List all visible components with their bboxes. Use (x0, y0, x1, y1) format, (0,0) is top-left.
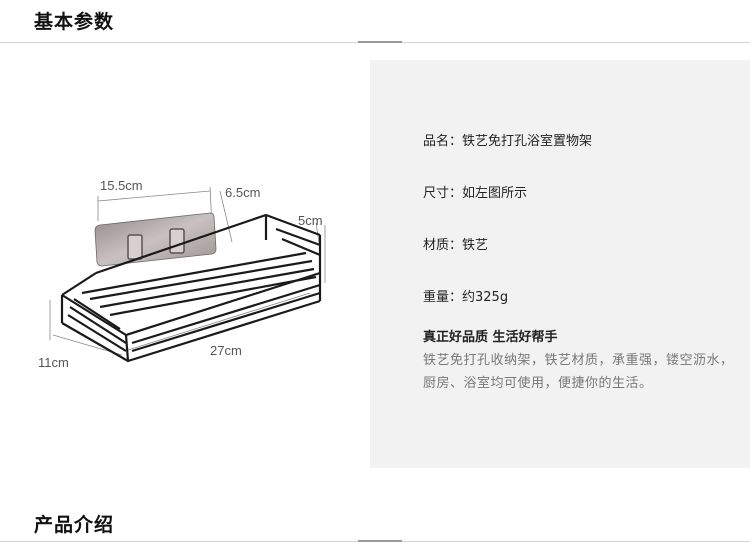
description-body: 铁艺免打孔收纳架，铁艺材质，承重强，镂空沥水，厨房、浴室均可使用，便捷你的生活。 (423, 353, 734, 391)
spec-value: 铁艺 (462, 238, 489, 253)
wire-rack (60, 213, 322, 363)
dim-label-plate-width: 15.5cm (100, 178, 143, 193)
spec-row-size: 尺寸：如左图所示 (423, 182, 527, 201)
spec-key: 尺寸： (423, 186, 463, 201)
section-title-basic-params: 基本参数 (34, 11, 115, 33)
spec-row-material: 材质：铁艺 (423, 234, 488, 253)
dim-label-rack-depth: 11cm (38, 355, 69, 370)
dim-label-rack-length: 27cm (210, 343, 242, 358)
divider-accent (358, 540, 402, 542)
spec-key: 材质： (423, 238, 463, 253)
spec-key: 品名： (423, 134, 463, 149)
dim-label-plate-height: 6.5cm (225, 185, 261, 200)
spec-value: 如左图所示 (462, 186, 528, 201)
product-dimension-figure: 15.5cm 6.5cm 5cm 27cm 11cm (20, 165, 350, 385)
spec-key: 重量： (423, 290, 463, 305)
spec-panel: 品名：铁艺免打孔浴室置物架 尺寸：如左图所示 材质：铁艺 重量：约325g 真正… (370, 60, 750, 468)
spec-value: 铁艺免打孔浴室置物架 (462, 134, 593, 149)
section-title-product-intro: 产品介绍 (34, 514, 115, 536)
rack-illustration (49, 186, 326, 363)
dim-label-rack-height: 5cm (298, 213, 323, 228)
spec-row-weight: 重量：约325g (423, 286, 508, 305)
adhesive-plate (94, 212, 217, 267)
spec-value: 约325g (462, 290, 509, 305)
spec-row-name: 品名：铁艺免打孔浴室置物架 (423, 130, 592, 149)
divider-accent (358, 41, 402, 43)
description-heading: 真正好品质 生活好帮手 (423, 330, 558, 345)
